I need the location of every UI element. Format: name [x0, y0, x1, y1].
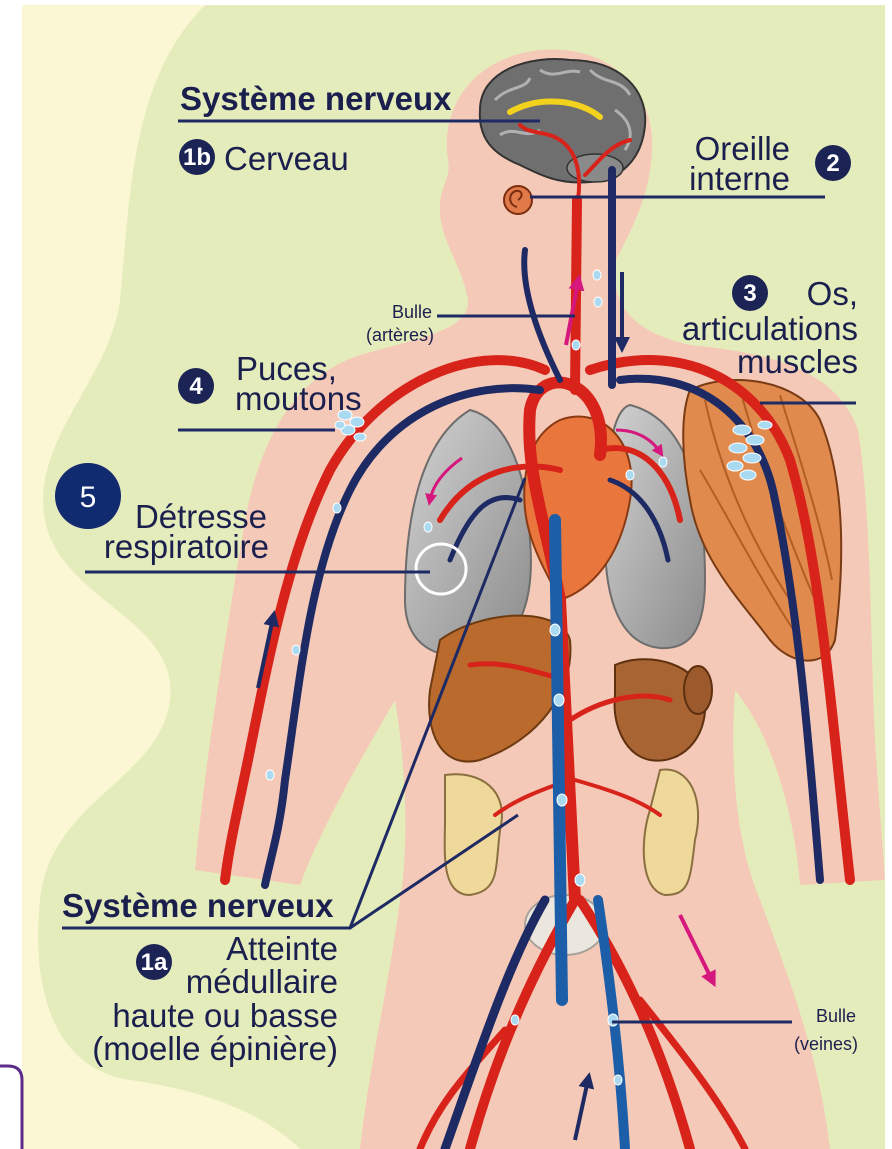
badge-1a-text: 1a: [141, 949, 168, 976]
badge-4-text: 4: [189, 373, 203, 400]
bubble: [550, 624, 560, 636]
badge-3-text: 3: [743, 280, 756, 307]
badge-5-text: 5: [80, 481, 97, 514]
bubble: [593, 270, 601, 280]
label-bubble-arteries-line2: (artères): [366, 325, 434, 345]
bubble: [575, 874, 585, 886]
label-nervous-system-top: Système nerveux: [180, 80, 452, 117]
vena-cava: [555, 520, 562, 1000]
bubble: [594, 297, 602, 307]
label-bubble-veins-line2: (veines): [794, 1034, 858, 1054]
bubble: [554, 694, 564, 706]
bubble: [333, 503, 341, 513]
label-inner-ear-line2: interne: [689, 160, 790, 197]
bubble: [266, 770, 274, 780]
intestine-left: [445, 774, 502, 895]
bubble: [659, 457, 667, 467]
label-fleas-line2: moutons: [235, 380, 362, 417]
label-bones-line1: Os,: [807, 275, 858, 312]
inner-ear: [504, 186, 532, 214]
bubble: [511, 1015, 519, 1025]
label-bubble-arteries-line1: Bulle: [392, 302, 432, 322]
label-spinal-line3: haute ou basse: [112, 997, 338, 1034]
bubble: [572, 340, 580, 350]
label-bones-line3: muscles: [737, 343, 858, 380]
spleen: [684, 666, 712, 714]
badge-1b-text: 1b: [183, 144, 211, 171]
label-bones-line2: articulations: [682, 310, 858, 347]
label-spinal-line1: Atteinte: [226, 930, 338, 967]
bubble: [626, 470, 634, 480]
bubble: [292, 645, 300, 655]
badge-2-text: 2: [826, 150, 839, 177]
bubble: [608, 1014, 618, 1026]
label-bubble-veins-line1: Bulle: [816, 1006, 856, 1026]
label-respiratory-line2: respiratoire: [104, 528, 269, 565]
label-brain: Cerveau: [224, 140, 349, 177]
label-spinal-line4: (moelle épinière): [92, 1030, 338, 1067]
bubble: [557, 794, 567, 806]
label-spinal-line2: médullaire: [186, 963, 338, 1000]
label-nervous-system-bottom: Système nerveux: [62, 887, 334, 924]
bubble: [424, 522, 432, 532]
bubble: [614, 1075, 622, 1085]
